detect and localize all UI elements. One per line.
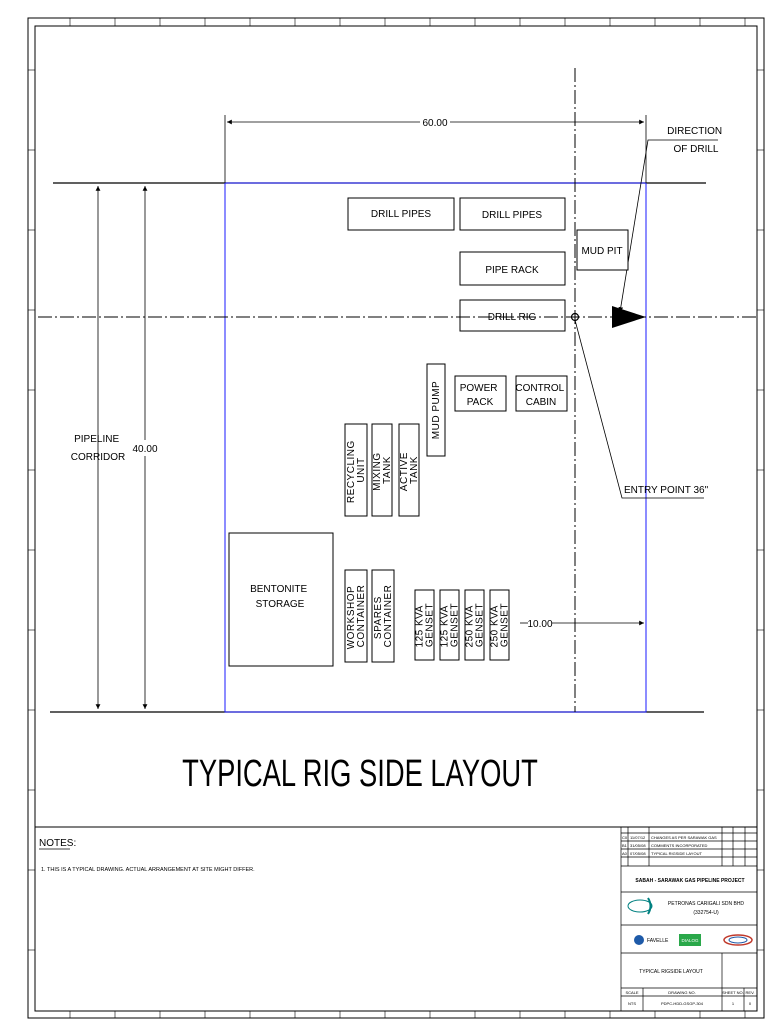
genset-250-kva-1: 250 KVA GENSET [464, 589, 486, 661]
svg-text:11/07/12: 11/07/12 [630, 835, 646, 840]
svg-text:DRILL PIPES: DRILL PIPES [482, 210, 543, 221]
svg-text:125 KVA GENSET: 125 KVA GENSET [415, 603, 436, 648]
outer-border [27, 17, 765, 1019]
svg-text:A0: A0 [622, 851, 628, 856]
workshop-container: WORKSHOP CONTAINER [344, 569, 368, 663]
grid-ticks [28, 18, 764, 1018]
svg-text:COMMENTS INCORPORATED: COMMENTS INCORPORATED [651, 843, 707, 848]
notes-heading: NOTES: [39, 838, 76, 849]
svg-text:DIALOG: DIALOG [681, 938, 699, 943]
svg-text:125 KVA GENSET: 125 KVA GENSET [440, 603, 461, 648]
direction-arrow [612, 306, 646, 328]
svg-text:TYPICAL RIGSIDE LAYOUT: TYPICAL RIGSIDE LAYOUT [651, 851, 702, 856]
direction-label: DIRECTION OF DRILL [667, 126, 725, 155]
svg-text:SPARES CONTAINER: SPARES CONTAINER [373, 585, 394, 648]
svg-text:DRILL RIG: DRILL RIG [488, 312, 537, 323]
svg-text:SHEET NO.: SHEET NO. [722, 990, 744, 995]
dim-40-label: 40.00 [132, 444, 157, 455]
entry-point-leader [574, 319, 704, 499]
svg-text:NTS: NTS [628, 1001, 636, 1006]
svg-text:B1: B1 [622, 843, 628, 848]
entry-point-label: ENTRY POINT 36" [624, 485, 709, 496]
contractor-logos: FAVELLE DIALOG [634, 934, 753, 946]
dim-60-label: 60.00 [422, 118, 447, 129]
svg-text:07/05/08: 07/05/08 [630, 851, 646, 856]
drill-pipes-right: DRILL PIPES [459, 197, 566, 231]
drill-pipes-left: DRILL PIPES [347, 197, 455, 231]
svg-text:250 KVA GENSET: 250 KVA GENSET [465, 603, 486, 648]
svg-text:DRAWING NO.: DRAWING NO. [668, 990, 695, 995]
svg-text:31/05/08: 31/05/08 [630, 843, 646, 848]
spares-container: SPARES CONTAINER [371, 569, 395, 663]
owner-reg: (332754-U) [693, 910, 719, 916]
svg-text:SCALE: SCALE [625, 990, 638, 995]
svg-text:0: 0 [749, 1001, 752, 1006]
svg-text:BENTONITE STORAGE: BENTONITE STORAGE [250, 584, 310, 610]
svg-text:REV.: REV. [746, 990, 755, 995]
svg-text:MUD PUMP: MUD PUMP [431, 381, 442, 439]
genset-125-kva-2: 125 KVA GENSET [439, 589, 461, 661]
svg-text:MIXING TANK: MIXING TANK [372, 449, 393, 491]
title-block [620, 826, 758, 1012]
mud-pump: MUD PUMP [426, 363, 446, 457]
svg-text:ACTIVE TANK: ACTIVE TANK [399, 449, 420, 491]
svg-text:MUD PIT: MUD PIT [581, 246, 622, 257]
genset-250-kva-2: 250 KVA GENSET [489, 589, 511, 661]
svg-text:PIPE RACK: PIPE RACK [485, 265, 539, 276]
title-block-drawing-title: TYPICAL RIGSIDE LAYOUT [639, 969, 703, 975]
svg-text:RECYCLING UNIT: RECYCLING UNIT [346, 437, 367, 503]
mixing-tank: MIXING TANK [371, 423, 393, 517]
drawing-title: TYPICAL RIG SIDE LAYOUT [182, 753, 538, 795]
owner-logo [627, 897, 653, 915]
svg-text:C0: C0 [622, 835, 628, 840]
genset-125-kva-1: 125 KVA GENSET [414, 589, 436, 661]
title-block-footer: SCALE DRAWING NO. SHEET NO. REV. NTS PDP… [625, 990, 754, 1006]
direction-leader [618, 139, 718, 313]
pipeline-corridor-label: PIPELINE CORRIDOR [71, 434, 125, 463]
control-cabin: CONTROL CABIN [515, 375, 568, 412]
svg-text:CHANGES AS PER SARAWAK GAS: CHANGES AS PER SARAWAK GAS [651, 835, 717, 840]
dim-10-label: 10.00 [527, 619, 552, 630]
power-pack: POWER PACK [454, 375, 507, 412]
inner-border [34, 25, 758, 1012]
svg-text:POWER PACK: POWER PACK [460, 383, 501, 408]
drill-rig: DRILL RIG [459, 299, 566, 332]
note-item: 1. THIS IS A TYPICAL DRAWING. ACTUAL ARR… [41, 867, 255, 873]
pipe-rack: PIPE RACK [459, 251, 566, 286]
svg-text:DRILL PIPES: DRILL PIPES [371, 209, 432, 220]
bentonite-storage: BENTONITE STORAGE [228, 532, 334, 667]
recycling-unit: RECYCLING UNIT [344, 423, 368, 517]
svg-text:WORKSHOP CONTAINER: WORKSHOP CONTAINER [346, 583, 367, 650]
svg-text:FAVELLE: FAVELLE [647, 938, 669, 944]
active-tank: ACTIVE TANK [398, 423, 420, 517]
site-boundary [224, 182, 647, 713]
svg-text:PDPC-HDD-GSGP-304: PDPC-HDD-GSGP-304 [661, 1001, 704, 1006]
svg-text:1: 1 [732, 1001, 735, 1006]
revision-table: C0 11/07/12 CHANGES AS PER SARAWAK GAS B… [622, 835, 717, 856]
svg-text:250 KVA GENSET: 250 KVA GENSET [490, 603, 511, 648]
mud-pit: MUD PIT [576, 229, 629, 271]
svg-text:CONTROL CABIN: CONTROL CABIN [515, 383, 566, 408]
project-name: SABAH - SARAWAK GAS PIPELINE PROJECT [635, 878, 744, 884]
owner-name: PETRONAS CARIGALI SDN BHD [668, 901, 745, 907]
